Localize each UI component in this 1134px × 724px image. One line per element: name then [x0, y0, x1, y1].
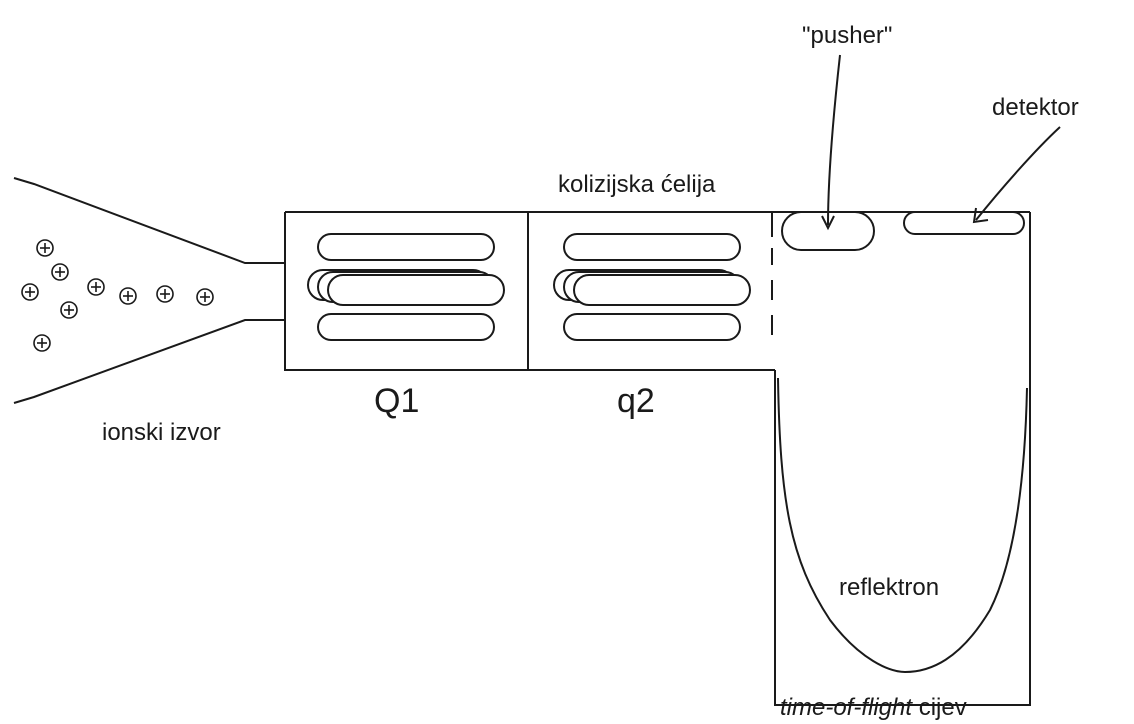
- detector-arrow: [972, 126, 1061, 224]
- ions: [21, 239, 214, 352]
- label-q1: Q1: [374, 382, 419, 420]
- ion-8: [196, 288, 214, 306]
- ion-7: [156, 285, 174, 303]
- ion-4: [87, 278, 105, 296]
- q2-rod-top: [563, 233, 741, 261]
- ion-9: [33, 334, 51, 352]
- ion-2: [51, 263, 69, 281]
- label-q2: q2: [617, 382, 655, 420]
- ion-5: [60, 301, 78, 319]
- ion-1: [36, 239, 54, 257]
- pusher-arrow: [821, 54, 841, 231]
- q1-rod-front: [327, 274, 505, 306]
- ion-6: [119, 287, 137, 305]
- label-collision-cell: kolizijska ćelija: [558, 171, 716, 198]
- q2-rod-front: [573, 274, 751, 306]
- ion-source-funnel: [13, 177, 285, 404]
- ion-3: [21, 283, 39, 301]
- q2-rods: [553, 233, 751, 341]
- tof-tube: [774, 212, 1031, 706]
- label-ion-source: ionski izvor: [102, 419, 221, 446]
- q2-rod-bottom: [563, 313, 741, 341]
- reflectron-curve: [777, 377, 1028, 674]
- label-detector: detektor: [992, 94, 1079, 121]
- q1-rod-bottom: [317, 313, 495, 341]
- label-reflectron: reflektron: [839, 574, 939, 601]
- label-pusher: "pusher": [802, 22, 892, 49]
- label-tof-italic: time-of-flight: [780, 694, 913, 721]
- quadrupole-housing: [284, 211, 1030, 371]
- label-tof-tube: time-of-flight cijev: [780, 694, 967, 721]
- q1-rods: [307, 233, 505, 341]
- label-tof-rest: cijev: [912, 694, 967, 721]
- q1-rod-top: [317, 233, 495, 261]
- detector-element: [903, 211, 1025, 235]
